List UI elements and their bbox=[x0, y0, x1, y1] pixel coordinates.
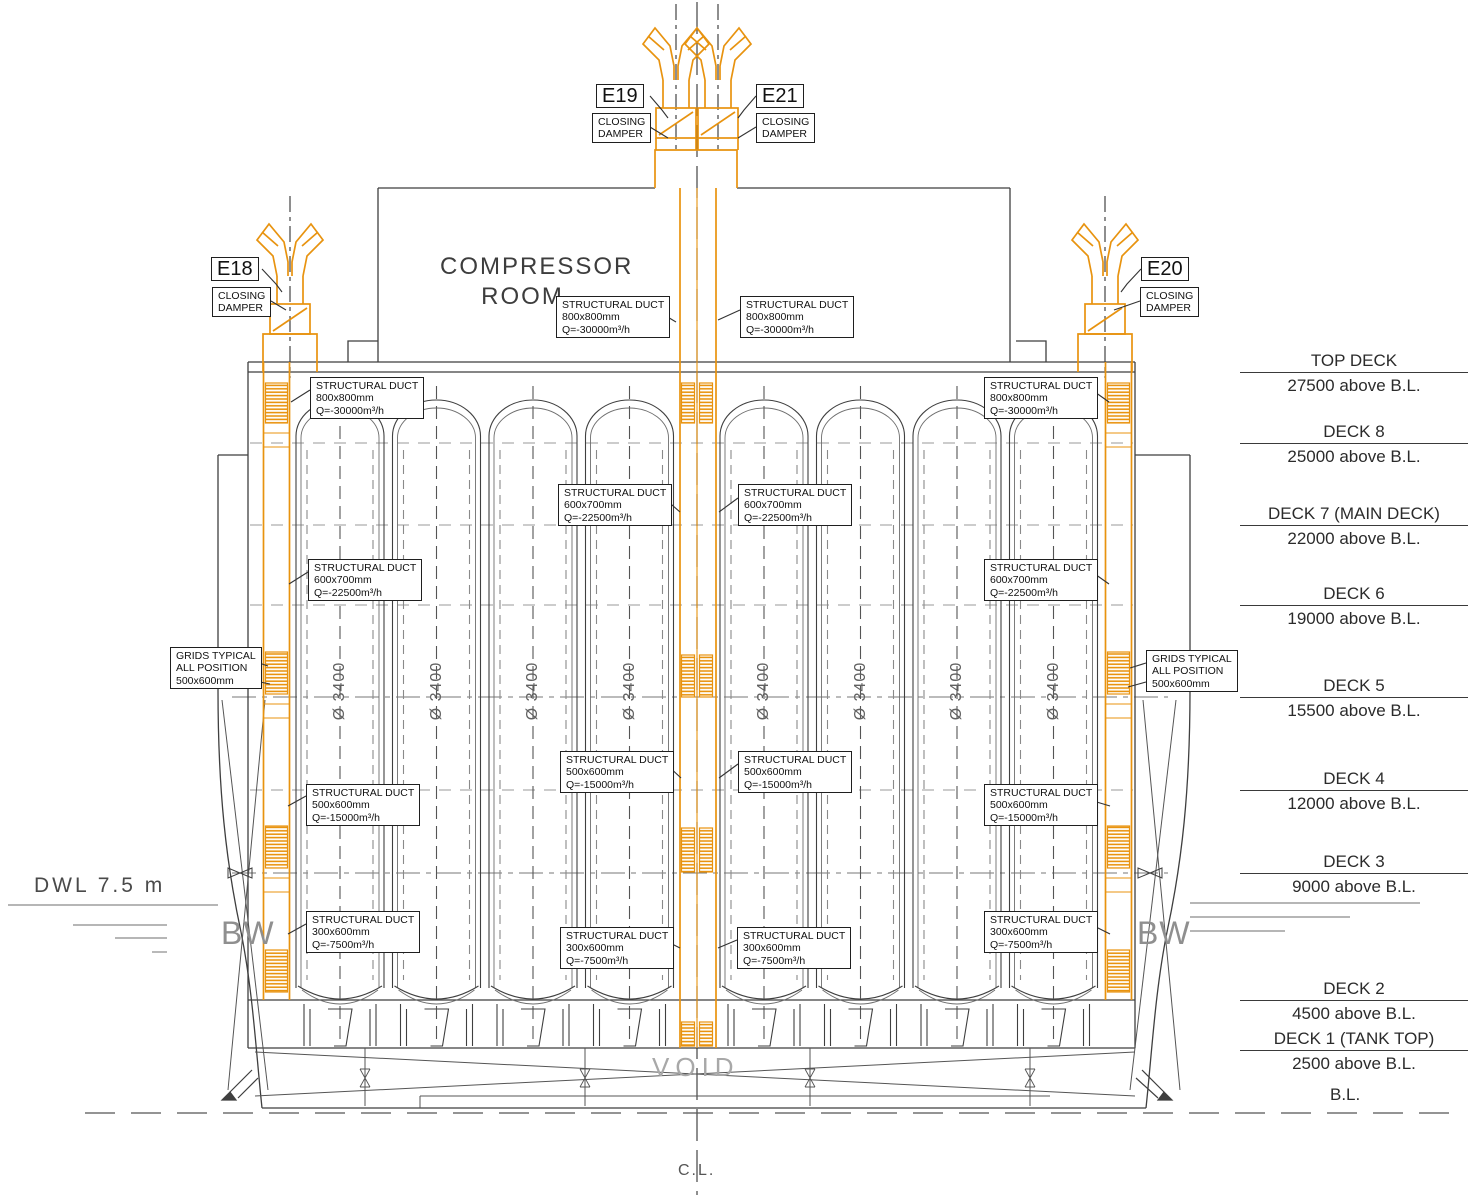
deck-entry-deck-7: DECK 7 (MAIN DECK)22000 above B.L. bbox=[1240, 504, 1468, 549]
vent-tag-e21: E21 bbox=[756, 84, 804, 108]
vent-tag-e20: E20 bbox=[1141, 257, 1189, 281]
waterline-label: DWL 7.5 m bbox=[34, 874, 166, 897]
duct-grids bbox=[264, 382, 1131, 1047]
void-label: VOID bbox=[652, 1052, 740, 1082]
deck-entry-deck-1: DECK 1 (TANK TOP)2500 above B.L. bbox=[1240, 1029, 1468, 1074]
waterline-marks bbox=[8, 902, 1420, 953]
tank-diameter-label: Ø 3400 bbox=[428, 661, 445, 721]
vent-ducts bbox=[262, 188, 1133, 1048]
vent-tag-e19: E19 bbox=[596, 84, 644, 108]
closing-damper-label: CLOSING DAMPER bbox=[756, 113, 816, 143]
closing-damper-label: CLOSING DAMPER bbox=[212, 287, 272, 317]
tank-diameter-label: Ø 3400 bbox=[755, 661, 772, 721]
tank-diameter-label: Ø 3400 bbox=[621, 661, 638, 721]
void-framing bbox=[221, 699, 1181, 1106]
closing-damper-label: CLOSING DAMPER bbox=[592, 113, 652, 143]
tank-diameter-label: Ø 3400 bbox=[852, 661, 869, 721]
bw-label-left: BW bbox=[221, 915, 275, 951]
tank-diameter-label: Ø 3400 bbox=[948, 661, 965, 721]
vent-tag-e18: E18 bbox=[211, 257, 259, 281]
tank-diameter-label: Ø 3400 bbox=[1045, 661, 1062, 721]
closing-damper-label: CLOSING DAMPER bbox=[1140, 287, 1200, 317]
hull-outline bbox=[217, 187, 1191, 1109]
base-line-label: B.L. bbox=[1330, 1085, 1361, 1104]
bw-label-right: BW bbox=[1137, 915, 1191, 951]
bilge-keels bbox=[220, 1069, 1174, 1101]
compressor-room-label: COMPRESSOR ROOM bbox=[440, 253, 634, 310]
vent-heads-e19-e21 bbox=[642, 27, 752, 188]
center-line-label: C.L. bbox=[678, 1162, 716, 1179]
tank-diameter-label: Ø 3400 bbox=[524, 661, 541, 721]
tank-diameter-label: Ø 3400 bbox=[331, 661, 348, 721]
